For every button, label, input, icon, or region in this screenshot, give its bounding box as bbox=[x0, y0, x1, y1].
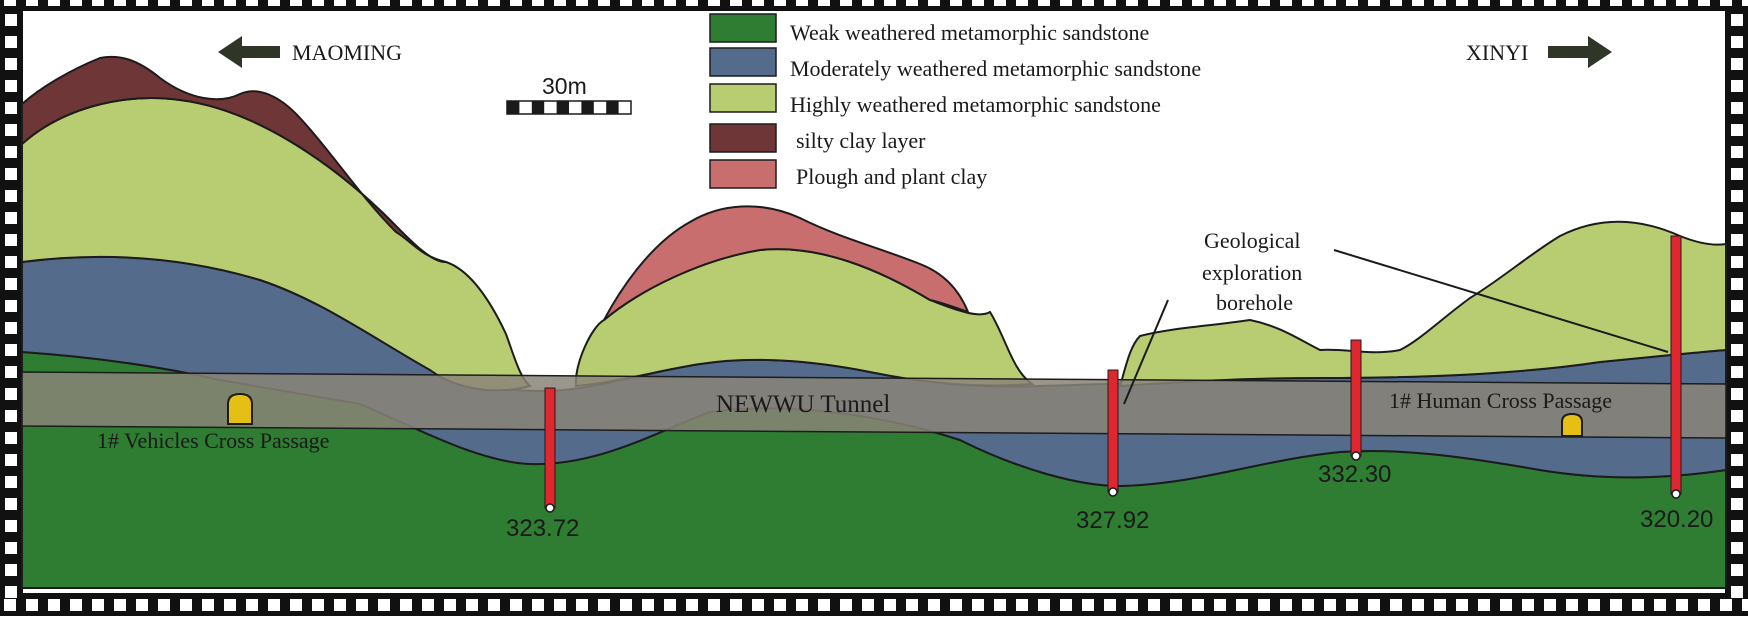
callout-line-3: borehole bbox=[1216, 290, 1293, 315]
direction-left: MAOMING bbox=[218, 36, 402, 68]
legend-swatch-3 bbox=[709, 83, 777, 113]
cross-passages: 1# Vehicles Cross Passage 1# Human Cross… bbox=[97, 388, 1612, 453]
legend-label-3: Highly weathered metamorphic sandstone bbox=[790, 92, 1161, 117]
legend-label-4: silty clay layer bbox=[796, 128, 926, 153]
callout-leader-left bbox=[1123, 299, 1169, 405]
legend-swatch-1 bbox=[709, 13, 777, 43]
direction-right: XINYI bbox=[1466, 36, 1612, 68]
legend: Weak weathered metamorphic sandstone Mod… bbox=[709, 13, 1201, 189]
stratum-plough-plant-clay bbox=[603, 205, 970, 321]
human-passage-icon bbox=[1561, 412, 1583, 437]
borehole-2-value: 327.92 bbox=[1076, 507, 1149, 534]
vehicles-passage-label: 1# Vehicles Cross Passage bbox=[97, 428, 329, 453]
legend-label-5: Plough and plant clay bbox=[796, 164, 987, 189]
scale-bar-label: 30m bbox=[542, 73, 587, 99]
scale-bar-segments bbox=[507, 101, 619, 114]
borehole-callout: Geological exploration borehole bbox=[1123, 228, 1669, 405]
direction-right-label: XINYI bbox=[1466, 40, 1528, 65]
borehole-4: 320.20 bbox=[1640, 235, 1713, 533]
borehole-3-value: 332.30 bbox=[1318, 461, 1391, 488]
arrow-right-icon bbox=[1548, 36, 1612, 68]
callout-line-2: exploration bbox=[1202, 260, 1302, 285]
tunnel-band bbox=[21, 371, 1727, 439]
legend-swatch-2 bbox=[709, 47, 777, 77]
legend-swatch-4 bbox=[709, 123, 777, 153]
borehole-3: 332.30 bbox=[1318, 339, 1391, 488]
direction-left-label: MAOMING bbox=[292, 40, 402, 65]
tunnel-label: NEWWU Tunnel bbox=[716, 391, 890, 418]
arrow-left-icon bbox=[218, 36, 280, 68]
borehole-1-value: 323.72 bbox=[506, 515, 579, 542]
borehole-1: 323.72 bbox=[506, 387, 579, 542]
human-passage-label: 1# Human Cross Passage bbox=[1389, 388, 1612, 413]
vehicles-passage-icon bbox=[227, 392, 253, 425]
borehole-2: 327.92 bbox=[1076, 369, 1149, 534]
legend-label-2: Moderately weathered metamorphic sandsto… bbox=[790, 56, 1201, 81]
legend-label-1: Weak weathered metamorphic sandstone bbox=[790, 20, 1149, 45]
stratum-highly-weathered-right bbox=[1118, 220, 1727, 388]
stratum-silty-clay bbox=[21, 55, 447, 263]
scale-bar: 30m bbox=[506, 73, 632, 115]
legend-swatch-5 bbox=[709, 159, 777, 189]
callout-leader-right bbox=[1333, 249, 1669, 353]
tunnel: NEWWU Tunnel bbox=[21, 371, 1727, 439]
callout-line-1: Geological bbox=[1204, 228, 1301, 253]
borehole-4-value: 320.20 bbox=[1640, 506, 1713, 533]
boreholes: 323.72 327.92 332.30 320.20 bbox=[506, 235, 1713, 542]
